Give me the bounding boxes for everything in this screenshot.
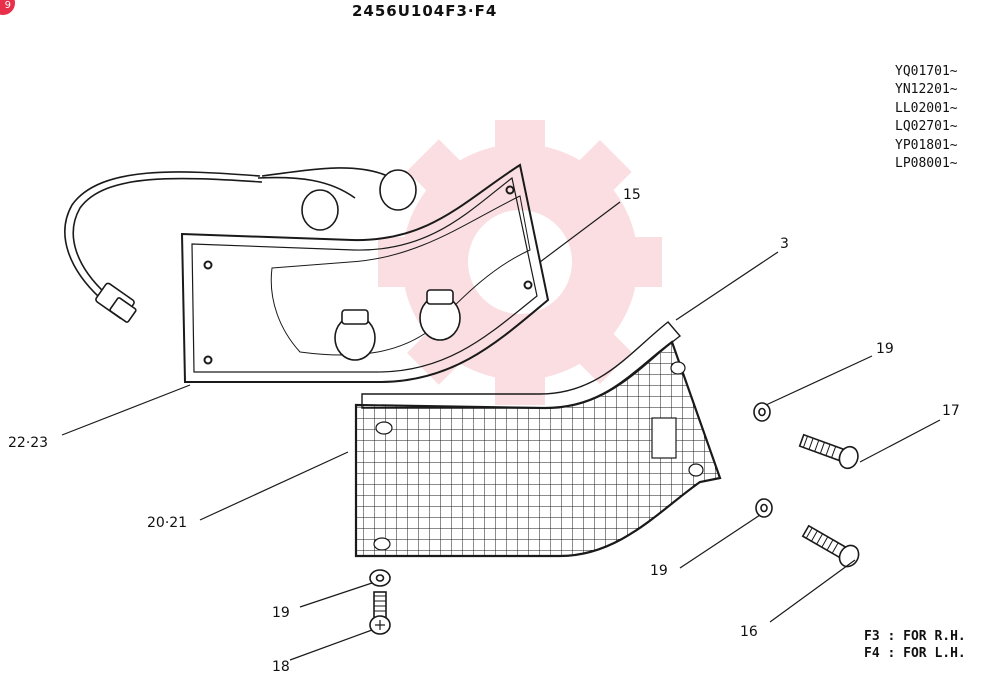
callout-lamp-base: 22·23 <box>8 435 49 451</box>
callout-lens: 20·21 <box>147 515 188 531</box>
serial-range: YQ01701~ <box>895 64 958 79</box>
serial-range: LL02001~ <box>895 100 958 116</box>
serial-range-list: YQ01701~ YN12201~ LL02001~ LQ02701~ YP01… <box>895 63 958 173</box>
side-notes: F3 : FOR R.H. F4 : FOR L.H. <box>864 628 966 662</box>
watermark-gear-logo <box>378 120 662 405</box>
leader-lines <box>61 201 941 661</box>
screws <box>369 433 860 635</box>
wire-connector <box>95 282 137 323</box>
washers <box>369 402 773 587</box>
callout-screw-mid: 16 <box>740 624 758 640</box>
callout-washer-bottom: 19 <box>272 605 290 621</box>
diagram-title: 2456U104F3·F4 <box>352 2 498 20</box>
serial-range: LP08001~ <box>895 156 958 172</box>
note-right-hand: F3 : FOR R.H. <box>864 629 966 644</box>
corner-badge: 9 <box>0 0 15 15</box>
serial-range: YN12201~ <box>895 82 958 98</box>
callout-bulb: 15 <box>623 187 641 203</box>
callout-screw-bottom: 18 <box>272 659 290 675</box>
callout-washer-top: 19 <box>876 341 894 357</box>
note-left-hand: F4 : FOR L.H. <box>864 646 966 661</box>
callout-gasket: 3 <box>780 236 789 252</box>
serial-range: YP01801~ <box>895 137 958 153</box>
wiring-harness <box>64 167 393 299</box>
serial-range: LQ02701~ <box>895 119 958 135</box>
bulbs <box>301 169 461 361</box>
callout-washer-mid: 19 <box>650 563 668 579</box>
callout-screw-top: 17 <box>942 403 960 419</box>
